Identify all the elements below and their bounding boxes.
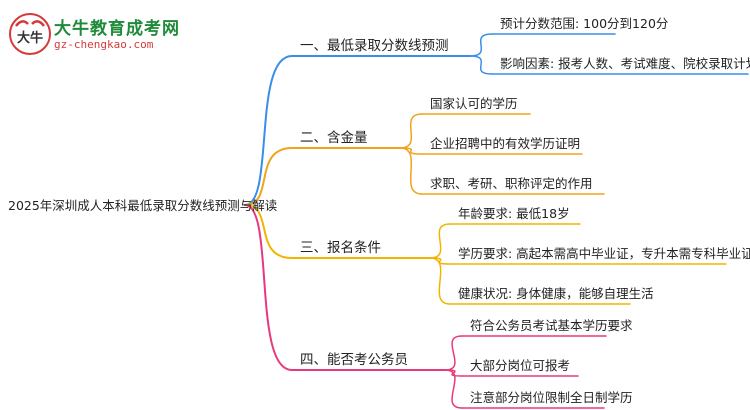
connector-branch-2-leaf-2 <box>399 147 423 155</box>
leaf-topic-2-1: 国家认可的学历 <box>430 96 518 111</box>
leaf-topic-2-2: 企业招聘中的有效学历证明 <box>430 136 581 151</box>
leaf-topic-4-3: 注意部分岗位限制全日制学历 <box>470 390 633 405</box>
leaf-topic-1-1: 预计分数范围: 100分到120分 <box>500 16 669 31</box>
branch-topic-2: 二、含金量 <box>300 130 368 146</box>
leaf-topic-3-3: 健康状况: 身体健康，能够自理生活 <box>458 286 654 301</box>
leaf-topic-4-2: 大部分岗位可报考 <box>470 358 571 373</box>
logo-emblem-text: 大牛 <box>17 30 43 46</box>
branch-topic-3: 三、报名条件 <box>300 240 381 256</box>
leaf-topic-1-2: 影响因素: 报考人数、考试难度、院校录取计划 <box>500 56 750 71</box>
connector-root-branch-3 <box>244 204 293 259</box>
logo-url: gz-chengkao.com <box>54 38 154 51</box>
branch-topic-1: 一、最低录取分数线预测 <box>300 38 449 54</box>
connector-branch-3-leaf-2 <box>429 257 451 265</box>
leaf-topic-3-1: 年龄要求: 最低18岁 <box>458 206 570 221</box>
connector-root-branch-4 <box>244 204 293 371</box>
connector-branch-1-leaf-1 <box>469 33 493 57</box>
connector-root-branch-2 <box>244 147 293 206</box>
logo-title: 大牛教育成考网 <box>54 19 180 39</box>
root-topic: 2025年深圳成人本科最低录取分数线预测与解读 <box>8 198 278 213</box>
connector-branch-1-leaf-2 <box>469 55 493 75</box>
connector-root-branch-1 <box>244 55 293 206</box>
connector-branch-4-leaf-1 <box>444 335 463 371</box>
connector-branch-2-leaf-3 <box>399 147 423 195</box>
branch-topic-4: 四、能否考公务员 <box>300 352 408 368</box>
connector-branch-3-leaf-3 <box>429 257 451 305</box>
site-logo[interactable]: 大牛 大牛教育成考网 gz-chengkao.com <box>8 12 198 62</box>
connector-branch-2-leaf-1 <box>399 113 423 149</box>
bull-logo-icon: 大牛 <box>9 13 51 55</box>
leaf-topic-2-3: 求职、考研、职称评定的作用 <box>430 176 593 191</box>
leaf-topic-3-2: 学历要求: 高起本需高中毕业证，专升本需专科毕业证 <box>458 246 750 261</box>
connector-branch-4-leaf-3 <box>444 369 463 409</box>
connector-branch-3-leaf-1 <box>429 223 451 259</box>
leaf-topic-4-1: 符合公务员考试基本学历要求 <box>470 318 633 333</box>
